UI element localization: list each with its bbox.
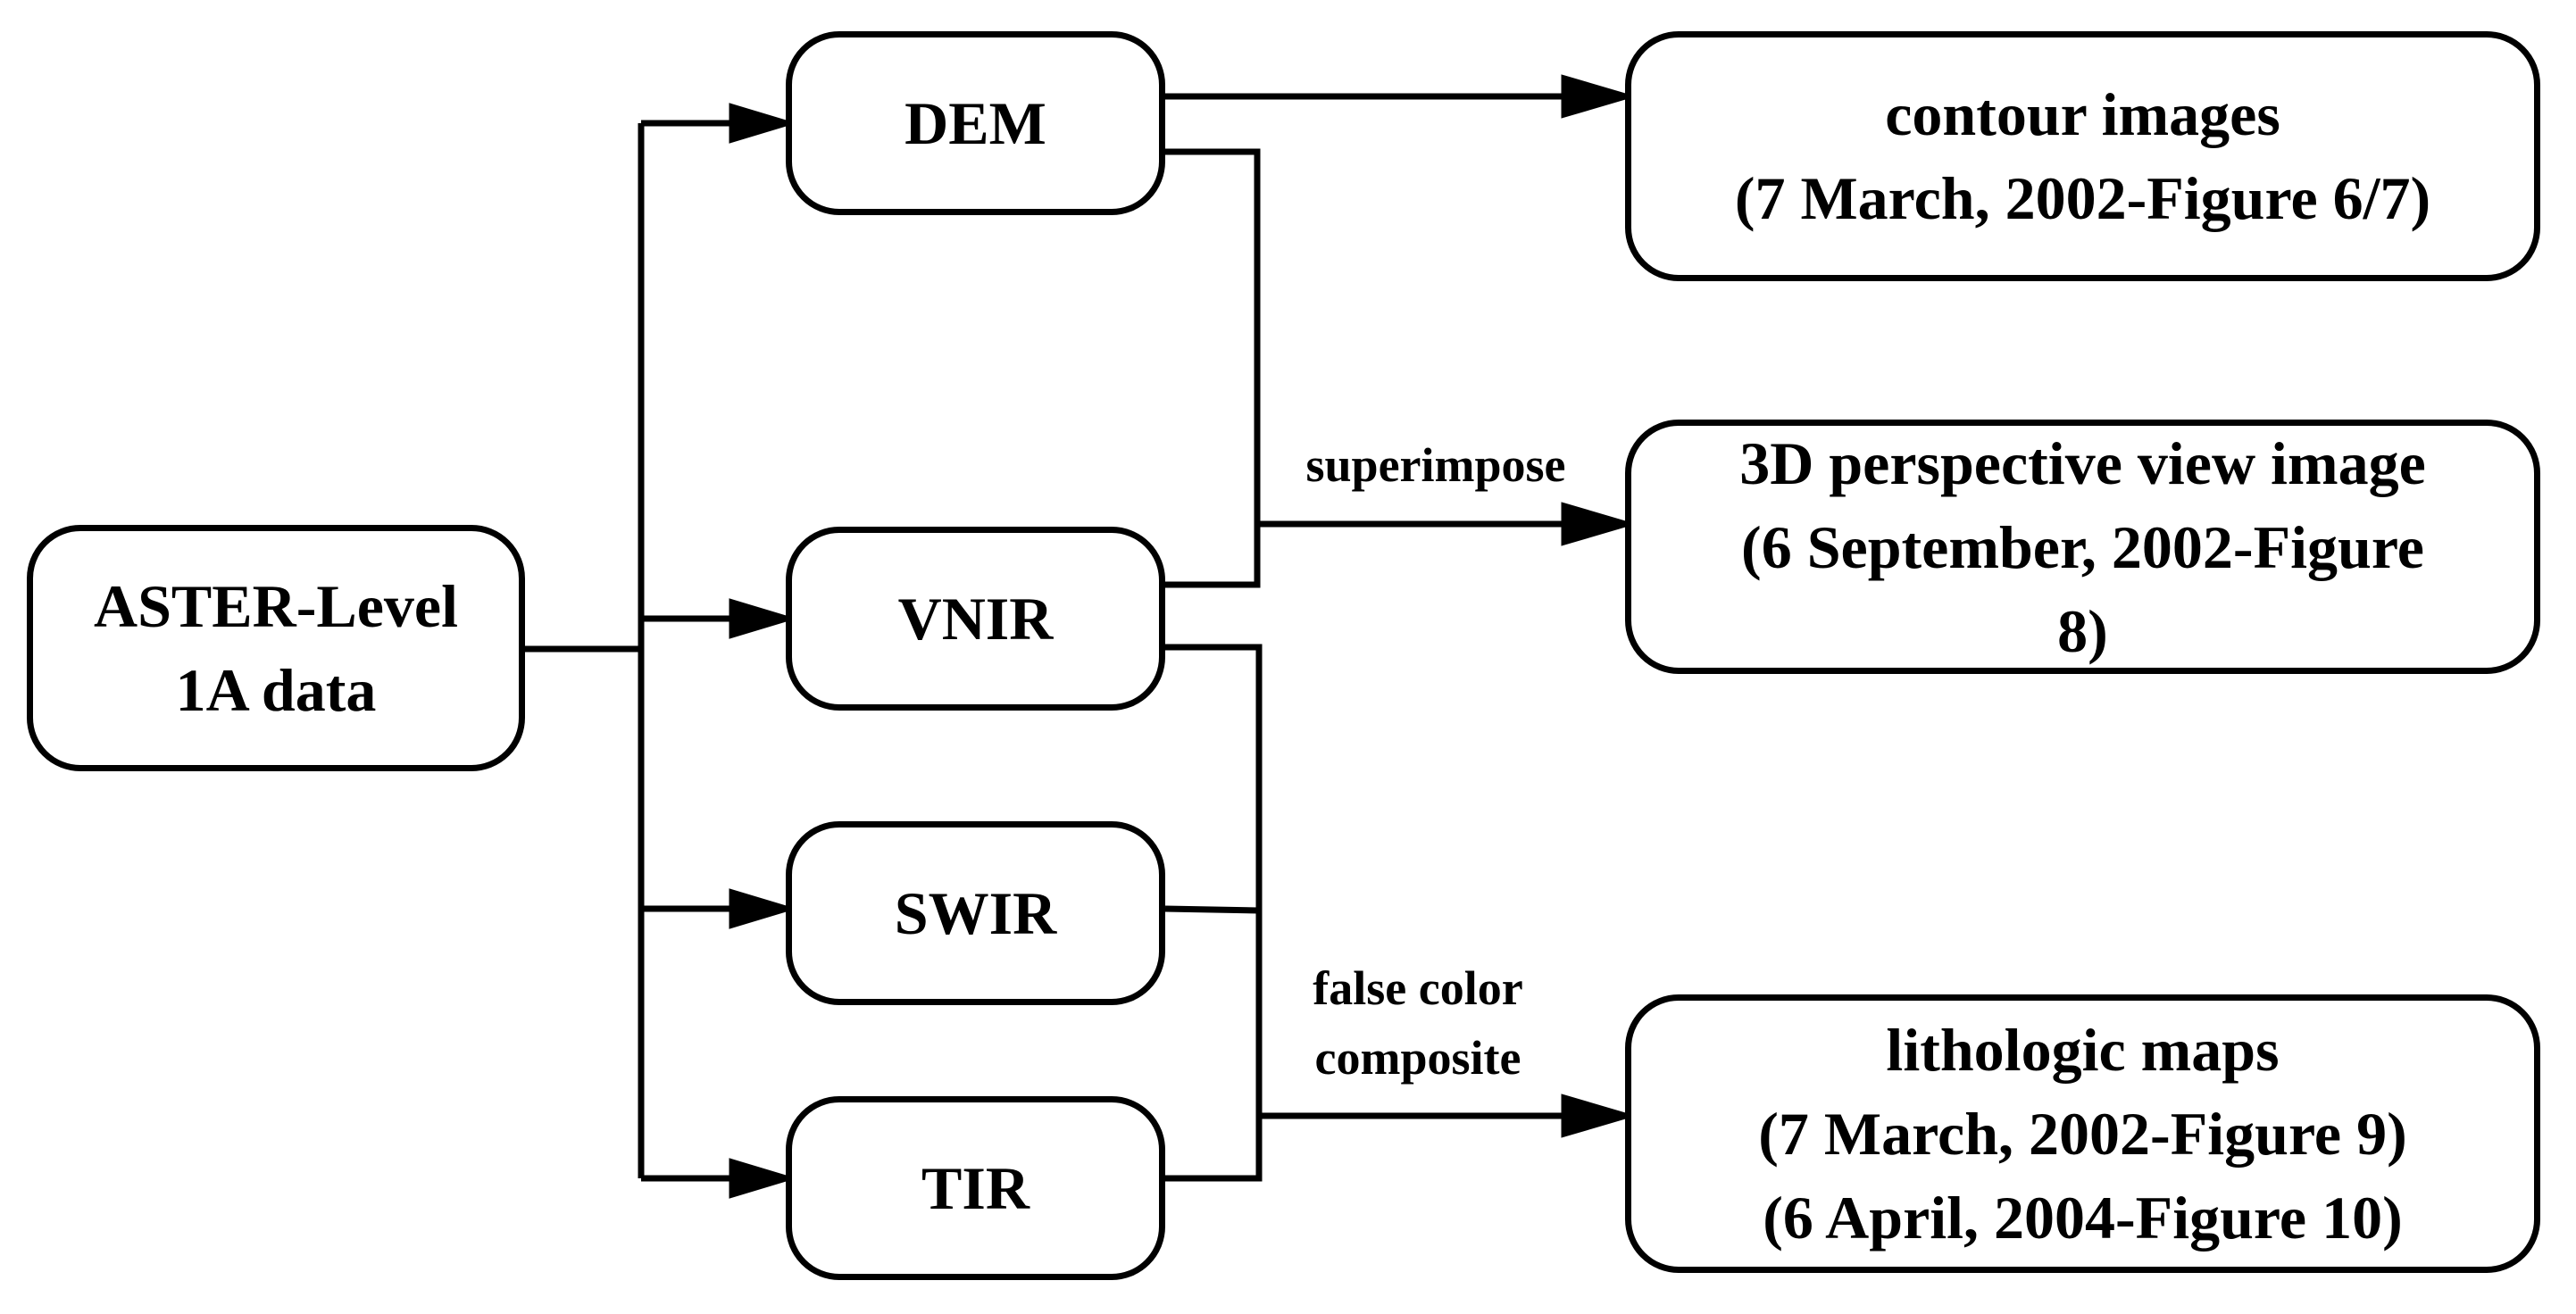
- arrowhead-perspective: [1561, 502, 1637, 546]
- contour-output-node: contour images (7 March, 2002-Figure 6/7…: [1625, 31, 2540, 281]
- perspective-line-2: (6 September, 2002-Figure: [1741, 512, 2424, 581]
- vnir-node: VNIR: [786, 527, 1165, 711]
- source-line-2: 1A data: [175, 656, 377, 724]
- contour-line-2: (7 March, 2002-Figure 6/7): [1734, 164, 2431, 232]
- source-node: ASTER-Level 1A data: [27, 525, 525, 771]
- perspective-node-label: 3D perspective view image (6 September, …: [1739, 421, 2426, 673]
- tir-node: TIR: [786, 1096, 1165, 1280]
- false-color-bracket: [1165, 644, 1263, 1182]
- vnir-line-1: VNIR: [897, 585, 1054, 653]
- lithologic-line-3: (6 April, 2004-Figure 10): [1763, 1184, 2403, 1252]
- perspective-output-node: 3D perspective view image (6 September, …: [1625, 420, 2540, 674]
- swir-line-1: SWIR: [894, 879, 1057, 947]
- tir-node-label: TIR: [921, 1146, 1030, 1230]
- source-node-label: ASTER-Level 1A data: [94, 564, 458, 732]
- dem-line-1: DEM: [905, 89, 1046, 157]
- false-color-line-2: composite: [1314, 1031, 1521, 1085]
- contour-line-1: contour images: [1885, 80, 2280, 148]
- lithologic-line-1: lithologic maps: [1886, 1016, 2280, 1084]
- vnir-node-label: VNIR: [898, 577, 1054, 661]
- arrowhead-vnir: [729, 598, 797, 639]
- perspective-line-3: 8): [2057, 596, 2108, 665]
- superimpose-label: superimpose: [1266, 430, 1605, 500]
- arrowhead-tir: [729, 1158, 797, 1199]
- lithologic-output-node: lithologic maps (7 March, 2002-Figure 9)…: [1625, 994, 2540, 1273]
- perspective-line-1: 3D perspective view image: [1739, 428, 2426, 497]
- swir-connector: [1164, 905, 1260, 914]
- superimpose-bracket: [1165, 148, 1261, 588]
- tir-line-1: TIR: [921, 1154, 1030, 1222]
- arrowhead-dem: [729, 103, 797, 144]
- false-color-label: false color composite: [1266, 953, 1570, 1093]
- contour-node-label: contour images (7 March, 2002-Figure 6/7…: [1735, 72, 2430, 240]
- false-color-line-1: false color: [1313, 961, 1523, 1015]
- swir-node-label: SWIR: [895, 871, 1056, 955]
- swir-node: SWIR: [786, 821, 1165, 1005]
- lithologic-node-label: lithologic maps (7 March, 2002-Figure 9)…: [1758, 1008, 2406, 1260]
- arrowhead-contour: [1561, 74, 1637, 119]
- lithologic-line-2: (7 March, 2002-Figure 9): [1758, 1100, 2407, 1168]
- dem-node-label: DEM: [905, 81, 1046, 165]
- dem-node: DEM: [786, 31, 1165, 215]
- superimpose-line-1: superimpose: [1305, 438, 1566, 492]
- arrowhead-lithologic: [1561, 1094, 1637, 1138]
- arrowhead-swir: [729, 888, 797, 929]
- source-line-1: ASTER-Level: [94, 572, 458, 640]
